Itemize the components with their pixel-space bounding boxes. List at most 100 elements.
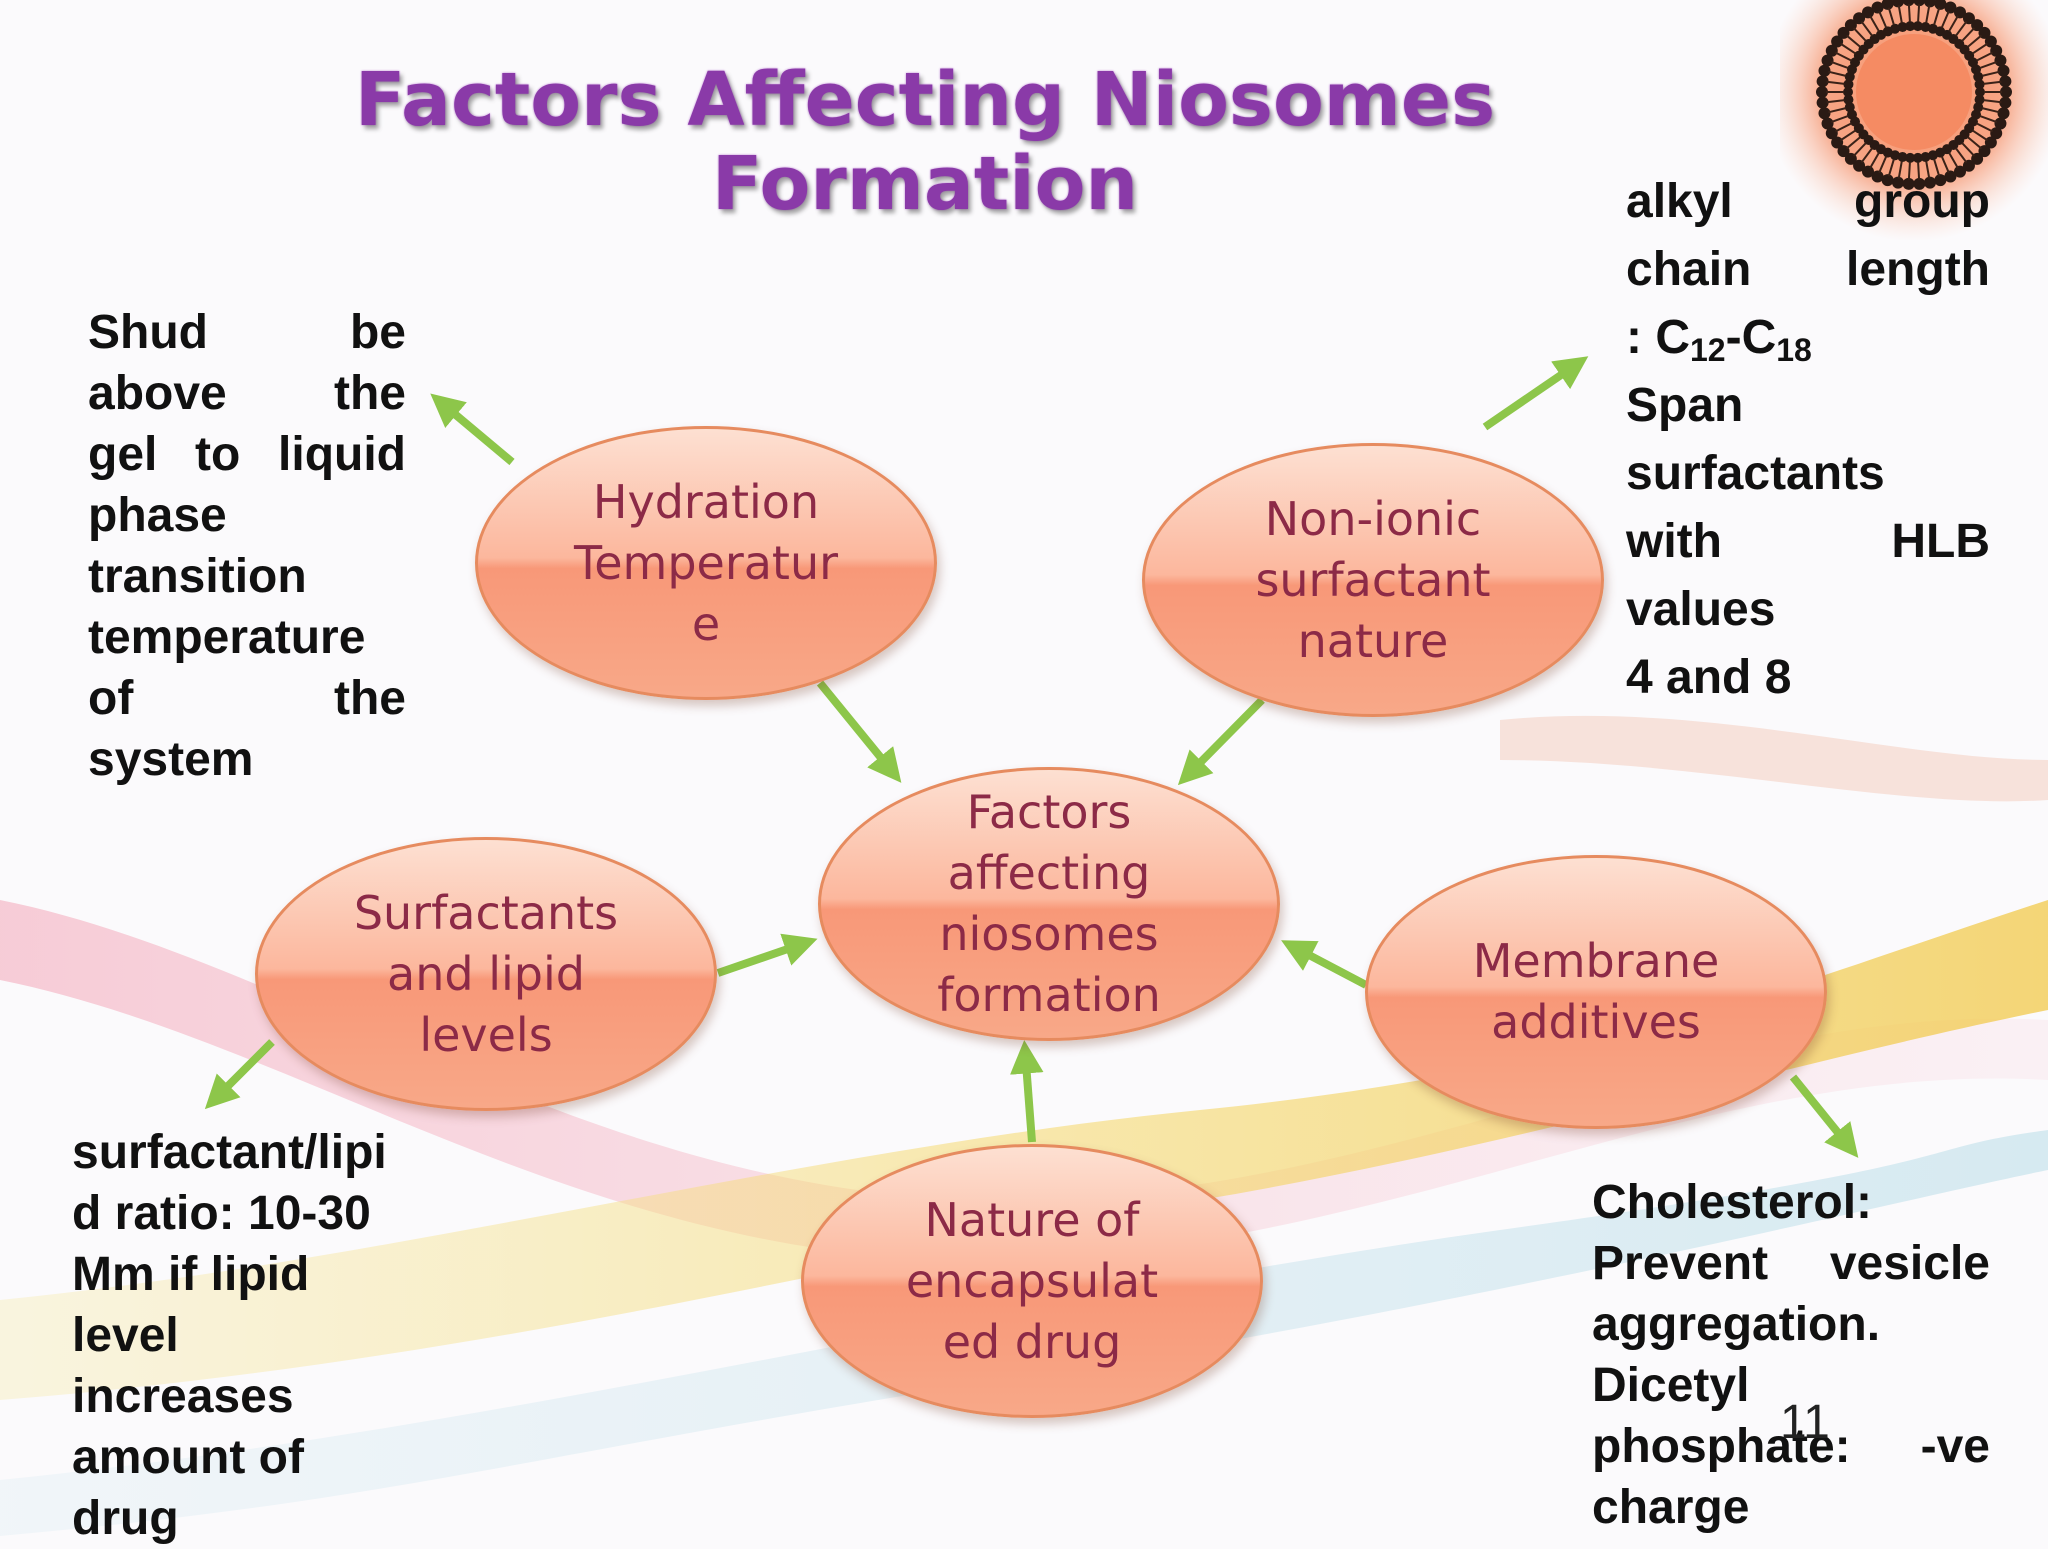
note-line: level [72,1309,179,1362]
page-number: 11 [1780,1396,1830,1449]
note-word: the [334,672,406,725]
slide-title-line-2: Formation [711,141,1139,227]
vesicle-tail [1979,60,1998,69]
vesicle-dot [1973,71,1984,82]
vesicle-dot [1954,165,1966,178]
vesicle-tail [1839,129,1857,142]
vesicle-dot [1920,22,1931,33]
vesicle-tail [1933,158,1941,177]
note-line: aggregation. [1592,1298,1881,1351]
note-word: the [334,367,406,420]
vesicle-tail [1971,129,1989,142]
note-word: -ve [1920,1420,1990,1473]
note-word: alkyl [1626,175,1733,228]
node-hydration-line: Hydration [592,474,820,529]
vesicle-dot [1881,0,1894,10]
vesicle-tail [1907,161,1911,180]
vesicle-tail [1852,27,1867,42]
vesicle-dot [1990,127,2003,140]
vesicle-dot [1974,79,1985,90]
vesicle-dot [1902,177,1915,190]
note-word: of [88,672,134,725]
node-hydration-line: e [691,596,721,651]
vesicle-tail [1878,10,1888,29]
vesicle-dot [1816,96,1829,109]
vesicle-dot [2000,86,2012,98]
vesicle-dot [1862,165,1874,178]
node-hydration-line: Temperatur [573,535,839,590]
vesicle-dot [1997,64,2010,77]
vesicle-dot [1999,96,2012,109]
vesicle-dot [1862,6,1874,19]
vesicle-tail [1948,152,1959,169]
note-word: Shud [88,306,208,359]
note-line: 4 and 8 [1626,651,1792,704]
slide-title: Factors Affecting Niosomes Formation [300,58,1550,226]
vesicle-dot [1944,170,1957,183]
vesicle-dot [1897,22,1908,33]
note-word: above [88,367,227,420]
vesicle-tail [1961,27,1976,42]
vesicle-dot [1923,0,1936,8]
vesicle-dot [1975,87,1985,97]
note-word: group [1854,175,1990,228]
note-line: increases [72,1370,294,1423]
node-membrane-line: additives [1491,995,1701,1049]
node-membrane-line: Membrane [1472,934,1720,988]
vesicle-tail [1830,115,1849,124]
node-drug-line: Nature of [924,1192,1140,1247]
vesicle-dot [1816,86,1828,98]
vesicle-tail [1869,152,1880,169]
vesicle-tail [1860,147,1874,164]
vesicle-dot [1818,64,1831,77]
note-line: system [88,733,254,786]
vesicle-dot [1825,127,1838,140]
vesicle-tail [1948,15,1959,32]
note-line: drug [72,1492,179,1545]
vesicle-tail [1971,42,1989,55]
vesicle-tail [1940,155,1950,174]
vesicle-dot [1890,23,1901,34]
vesicle-dot [1902,0,1915,7]
vesicle-dot [1821,54,1834,67]
note-word: Prevent [1592,1237,1769,1290]
vesicle-tail [1828,70,1847,77]
note-word: phosphate: [1592,1420,1851,1473]
note-word: to [195,428,241,481]
vesicle-tail [1917,161,1921,180]
vesicle-tail [1966,136,1983,150]
note-line: d ratio: 10-30 [72,1187,371,1240]
vesicle-tail [1983,99,2002,104]
vesicle-dot [1934,174,1947,187]
vesicle-tail [1940,10,1950,29]
vesicle-tail [1976,51,1994,62]
vesicle-dot [1912,152,1923,163]
note-line: phase [88,489,227,542]
vesicle-tail [1979,115,1998,124]
vesicle-dot [1818,107,1831,120]
vesicle-tail [1834,51,1852,62]
vesicle-dot [1892,176,1905,189]
vesicle-tail [1907,4,1911,23]
vesicle-dot [1825,44,1838,57]
vesicle-dot [1913,0,1926,7]
vesicle-tail [1933,7,1941,26]
vesicle-tail [1830,60,1849,69]
node-drug-line: ed drug [942,1314,1122,1369]
node-surfactants-line: and lipid [387,946,585,1001]
vesicle-tail [1961,142,1976,157]
node-drug-line: encapsulat [905,1253,1159,1308]
vesicle-dot [1871,170,1884,183]
note-text: : C [1626,311,1690,364]
node-center-line: affecting [947,846,1151,900]
node-surfactants-line: levels [419,1007,553,1062]
note-subscript: 18 [1776,332,1812,368]
vesicle-dot [1944,1,1957,14]
node-center-line: Factors [966,785,1132,839]
note-word: liquid [278,428,406,481]
note-line: temperature [88,611,366,664]
vesicle-dot [1905,21,1916,32]
note-surfactants: surfactant/lipi d ratio: 10-30 Mm if lip… [72,1122,432,1549]
note-word: be [349,306,406,359]
